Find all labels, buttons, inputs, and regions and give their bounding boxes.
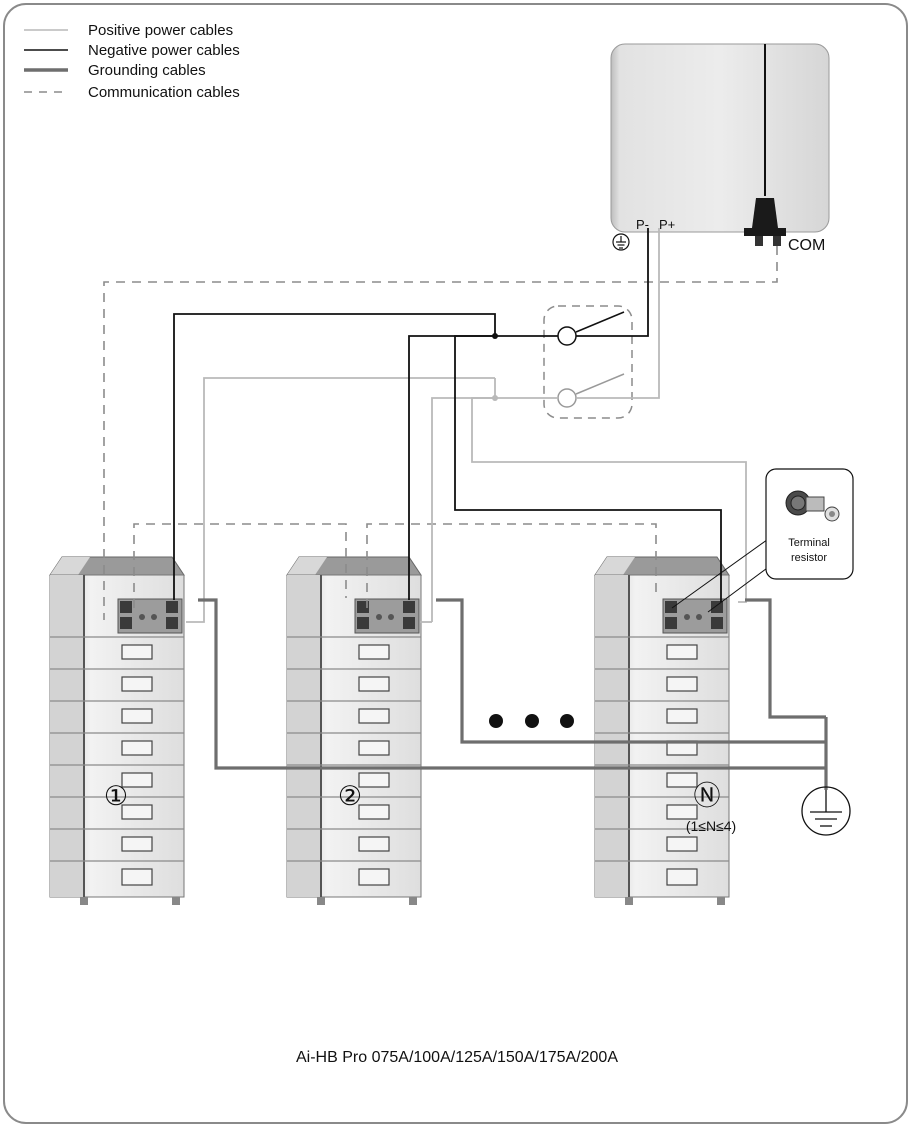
- com-port-right-icon: [773, 236, 781, 246]
- battery-stack-n: [594, 556, 730, 906]
- stack-1-label: ①: [104, 781, 128, 811]
- positive-power-cables: [186, 228, 747, 623]
- more-stacks-ellipsis-icon: [489, 714, 574, 728]
- inverter-ground-icon: [612, 233, 630, 251]
- legend: Positive power cables Negative power cab…: [24, 22, 240, 101]
- terminal-resistor-callout: Terminal resistor: [671, 468, 854, 613]
- terminal-resistor-icon: [785, 490, 840, 522]
- inverter-body: [610, 43, 830, 233]
- negative-junction: [492, 333, 498, 339]
- negative-power-cables: [173, 228, 722, 602]
- terminal-resistor-label-line1: Terminal: [788, 537, 830, 549]
- switch-positive-contact: [557, 388, 577, 408]
- p-plus-label: P+: [659, 217, 675, 232]
- legend-grounding-label: Grounding cables: [88, 62, 206, 79]
- stack-2-label: ②: [338, 781, 362, 811]
- legend-positive-label: Positive power cables: [88, 22, 233, 39]
- switch-negative-contact: [557, 326, 577, 346]
- communication-cables: [103, 246, 778, 620]
- battery-stack-1: [49, 556, 185, 906]
- inverter-com-gland: [752, 198, 778, 228]
- com-port-left-icon: [755, 236, 763, 246]
- legend-negative-label: Negative power cables: [88, 42, 240, 59]
- grounding-cables: [198, 598, 828, 790]
- inverter: COM P- P+: [610, 43, 830, 254]
- p-minus-label: P-: [636, 217, 649, 232]
- positive-junction: [492, 395, 498, 401]
- earth-ground-icon: [801, 786, 851, 836]
- stack-n-range: (1≤N≤4): [686, 818, 736, 834]
- stack-n-label: Ⓝ: [694, 781, 721, 811]
- model-caption: Ai-HB Pro 075A/100A/125A/150A/175A/200A: [296, 1049, 618, 1066]
- battery-stack-2: [286, 556, 422, 906]
- terminal-resistor-label-line2: resistor: [791, 552, 827, 564]
- legend-communication-label: Communication cables: [88, 84, 240, 101]
- com-label: COM: [788, 237, 825, 254]
